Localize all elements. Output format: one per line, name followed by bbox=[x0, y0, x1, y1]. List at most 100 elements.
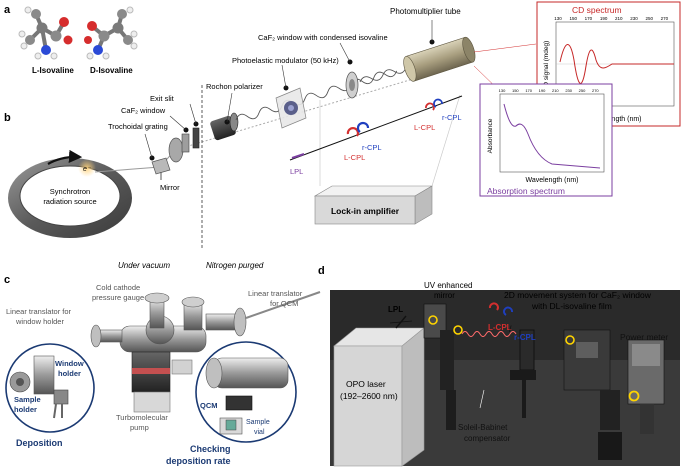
window-holder-label-2: holder bbox=[58, 369, 81, 378]
gauge-label-2: pressure gauge bbox=[92, 293, 144, 302]
tick-label: 190 bbox=[539, 88, 546, 93]
d-isovaline-label: D-Isovaline bbox=[90, 66, 133, 75]
tick-label: 250 bbox=[645, 16, 653, 21]
absorption-spectrum-panel bbox=[479, 83, 613, 197]
panel-d: d OPO laser (192–2600 nm) LPL UV enhance… bbox=[318, 265, 680, 467]
lcpl-icon-d bbox=[488, 302, 499, 311]
l-isovaline-label: L-Isovaline bbox=[32, 66, 74, 75]
tick-label: 190 bbox=[600, 16, 608, 21]
turbo-label-2: pump bbox=[130, 423, 149, 432]
caf2-window-small-label: CaF₂ window bbox=[121, 106, 166, 115]
helical-beam-2 bbox=[359, 67, 407, 83]
tick-label: 250 bbox=[579, 88, 586, 93]
lock-in-amplifier bbox=[313, 185, 434, 225]
electron-direction-arrow bbox=[47, 149, 83, 165]
panel-letter-c: c bbox=[4, 274, 10, 286]
panel-b: b e⁻ Synchrotron radiation source Mirror bbox=[4, 1, 681, 270]
exit-slit-label: Exit slit bbox=[150, 94, 175, 103]
lpl-label-d: LPL bbox=[388, 305, 403, 314]
abs-ylabel: Absorbance bbox=[487, 118, 494, 153]
rochon-label: Rochon polarizer bbox=[206, 82, 263, 91]
qcm-translator-rod bbox=[245, 291, 321, 319]
electron-label: e⁻ bbox=[83, 166, 92, 173]
exit-slit bbox=[189, 103, 200, 149]
soleil-babinet-compensator bbox=[479, 329, 536, 418]
qcm-label: QCM bbox=[200, 401, 218, 410]
lpl-arrow bbox=[291, 153, 305, 159]
power-meter-label: Power meter bbox=[620, 332, 668, 342]
nitrogen-purged-label: Nitrogen purged bbox=[206, 261, 264, 270]
d-isovaline-molecule bbox=[84, 6, 138, 60]
caf2-window-sample bbox=[339, 42, 359, 99]
deposition-inset bbox=[5, 343, 95, 433]
qcm-translator-label-1: Linear translator bbox=[248, 289, 303, 298]
opo-laser bbox=[333, 327, 425, 467]
rcpl-icon-left bbox=[356, 121, 370, 133]
cd-curve bbox=[559, 44, 674, 84]
laser-beam-d bbox=[461, 331, 517, 337]
checking-inset bbox=[195, 341, 297, 443]
deposition-chamber bbox=[90, 291, 321, 413]
tick-label: 170 bbox=[525, 88, 532, 93]
l-isovaline-molecule bbox=[18, 6, 73, 60]
rochon-polarizer bbox=[210, 92, 239, 141]
tick-label: 270 bbox=[592, 88, 599, 93]
tick-label: 130 bbox=[499, 88, 506, 93]
caf2-window-label: CaF₂ window with condensed isovaline bbox=[258, 33, 388, 42]
lpl-label: LPL bbox=[290, 167, 303, 176]
movement-label-2: with DL-isovaline film bbox=[531, 301, 612, 311]
tick-label: 230 bbox=[565, 88, 572, 93]
tick-label: 210 bbox=[615, 16, 623, 21]
gauge-label-1: Cold cathode bbox=[96, 283, 140, 292]
lcpl-icon-right bbox=[425, 102, 435, 111]
panel-a: a L-Isovaline bbox=[4, 4, 138, 75]
sample-vial-label-2: vial bbox=[254, 429, 265, 436]
sample-holder-label-2: holder bbox=[14, 405, 37, 414]
qcm-translator-label-2: for QCM bbox=[270, 299, 298, 308]
tick-label: 150 bbox=[569, 16, 577, 21]
panel-letter-d: d bbox=[318, 265, 325, 277]
pem-label: Photoelastic modulator (50 kHz) bbox=[232, 56, 339, 65]
mirror bbox=[151, 157, 171, 180]
rcpl-label-d: r-CPL bbox=[514, 333, 536, 342]
tick-label: 130 bbox=[554, 16, 562, 21]
tick-label: 150 bbox=[512, 88, 519, 93]
caf2-window-small bbox=[169, 115, 190, 153]
connector-pmt-lockin bbox=[431, 94, 461, 187]
tick-label: 270 bbox=[661, 16, 669, 21]
panel-letter-a: a bbox=[4, 4, 11, 16]
lcpl-label-right: L-CPL bbox=[414, 123, 435, 132]
under-vacuum-label: Under vacuum bbox=[118, 261, 170, 270]
photoelastic-modulator bbox=[275, 64, 307, 129]
rcpl-icon-d bbox=[503, 306, 513, 316]
cd-ylabel: CD signal (mdeg) bbox=[543, 41, 550, 92]
cpl-slash-d: / bbox=[509, 324, 512, 334]
uv-enhanced-mirror bbox=[423, 303, 463, 430]
abs-spectrum-title: Absorption spectrum bbox=[487, 186, 565, 196]
rcpl-label-right: r-CPL bbox=[442, 113, 462, 122]
trochoidal-grating bbox=[144, 133, 184, 163]
uv-mirror-label-2: mirror bbox=[434, 291, 455, 300]
window-translator-label-1: Linear translator for bbox=[6, 307, 72, 316]
tick-label: 230 bbox=[630, 16, 638, 21]
lcpl-icon-left bbox=[346, 127, 359, 137]
uv-mirror-label-1: UV enhanced bbox=[424, 281, 472, 290]
panel-letter-b: b bbox=[4, 112, 11, 124]
rcpl-icon-right bbox=[433, 98, 443, 108]
window-translator-label-2: window holder bbox=[15, 317, 64, 326]
cd-connector-1 bbox=[473, 43, 537, 53]
synchrotron-label-1: Synchrotron bbox=[50, 187, 90, 196]
soleil-label-2: compensator bbox=[464, 434, 511, 443]
turbo-label-1: Turbomolecular bbox=[116, 413, 168, 422]
abs-xlabel: Wavelength (nm) bbox=[525, 177, 578, 184]
window-holder-label-1: Window bbox=[55, 359, 84, 368]
soleil-label-1: Soleil-Babinet bbox=[458, 423, 508, 432]
synchrotron-label-2: radiation source bbox=[43, 197, 96, 206]
checking-label-2: deposition rate bbox=[166, 456, 231, 466]
lcpl-label-d: L-CPL bbox=[488, 323, 512, 332]
photomultiplier-tube bbox=[403, 20, 476, 82]
absorption-curve bbox=[503, 103, 601, 169]
